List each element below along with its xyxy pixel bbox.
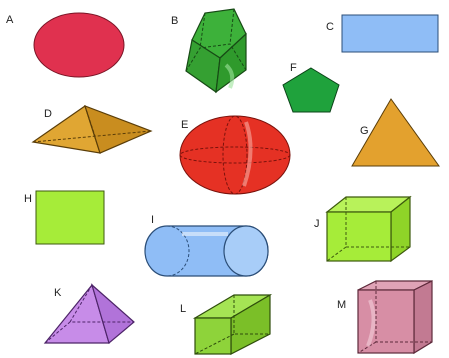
label-h: H [24,193,32,205]
pentagon-shape [282,67,340,113]
cylinder-shape [144,225,269,277]
sphere-shape [179,115,291,195]
square-shape [35,190,105,245]
tall-rectangular-prism-shape [357,280,433,355]
rectangular-prism-shape [192,293,273,355]
square-pyramid-shape [43,283,135,345]
triangle-shape [351,98,440,167]
label-f: F [290,62,297,74]
label-l: L [180,303,186,315]
rectangular-pyramid-shape [31,104,153,154]
cube-shape [325,195,412,263]
pentagonal-prism-shape [185,8,247,94]
label-g: G [360,125,369,137]
label-c: C [326,21,334,33]
rectangle-shape [341,14,439,53]
label-a: A [6,14,14,26]
label-d: D [44,108,52,120]
label-i: I [151,214,154,226]
label-m: M [337,299,346,311]
label-k: K [54,287,62,299]
circle-shape [33,12,125,78]
label-e: E [181,119,188,131]
label-b: B [171,15,178,27]
label-j: J [314,218,320,230]
